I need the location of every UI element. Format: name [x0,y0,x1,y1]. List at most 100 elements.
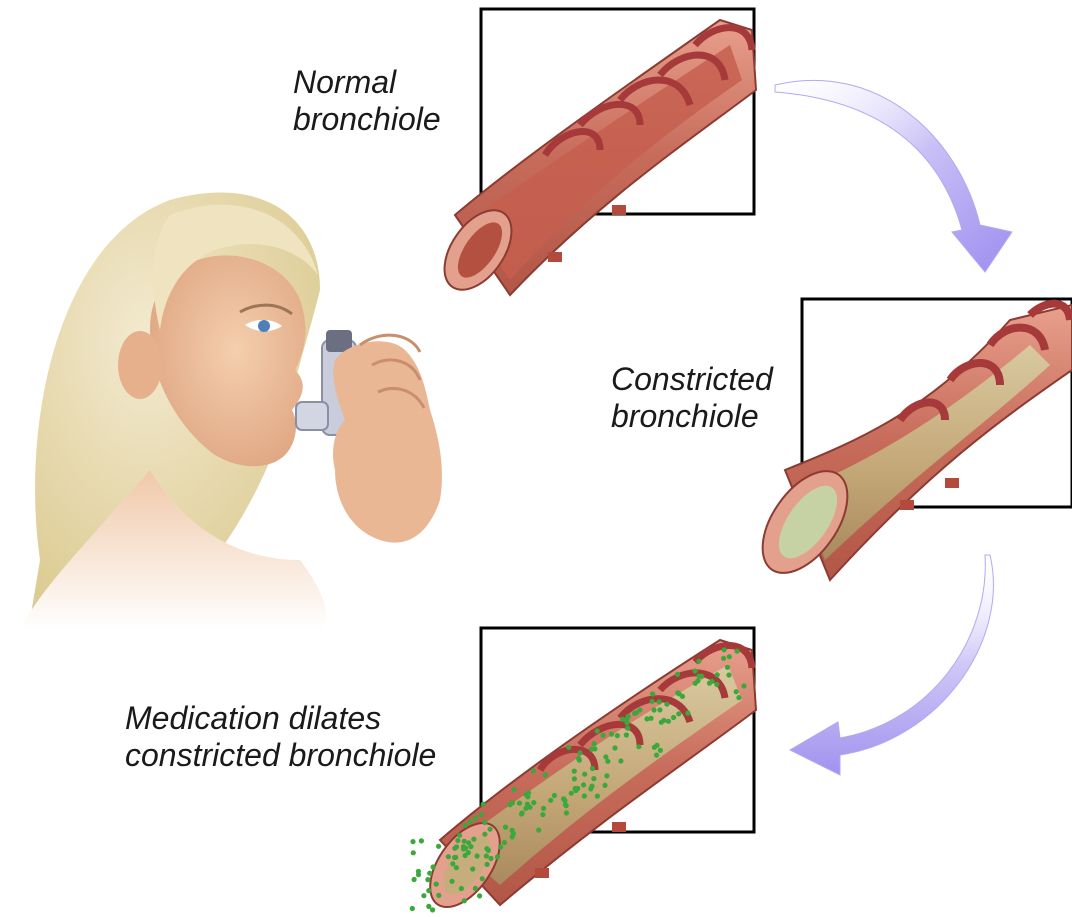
medication-particle [455,838,460,843]
medication-particle [446,854,451,859]
medication-particle [436,893,441,898]
medication-particle [612,745,617,750]
medication-particle [735,649,740,654]
medication-particle [482,832,487,837]
medication-particle [495,854,500,859]
medication-particle [697,674,702,679]
medication-particle [575,786,580,791]
medication-particle [473,886,478,891]
medication-particle [453,855,458,860]
medication-particle [572,769,577,774]
medication-particle [693,668,698,673]
medication-particle [510,800,515,805]
medication-particle [461,846,466,851]
medication-particle [454,865,459,870]
medication-particle [452,846,457,851]
medication-particle [722,647,727,652]
medication-particle [636,744,641,749]
medication-particle [734,689,739,694]
medication-particle [677,691,682,696]
label-line: Constricted [611,361,773,398]
medication-particle [654,753,659,758]
medication-particle [693,681,698,686]
medication-particle [484,846,489,851]
medication-particle [477,893,482,898]
medication-particle [466,850,471,855]
medication-particle [416,872,421,877]
label-line: Medication dilates [125,700,436,737]
medication-particle [727,654,732,659]
medication-particle [657,707,662,712]
medication-particle [624,732,629,737]
medication-particle [577,750,582,755]
medication-particle [462,898,467,903]
curved-arrow-icon-bottom [790,555,993,775]
medication-particle [741,683,746,688]
medication-particle [582,793,587,798]
medication-particle [603,754,608,759]
medication-particle [503,825,508,830]
medication-particle [624,720,629,725]
medication-particle [650,699,655,704]
medication-particle [481,802,486,807]
label-line: bronchiole [293,101,441,138]
medication-particle [569,791,574,796]
medication-particle [471,837,476,842]
normal-bronchiole-panel [431,9,756,302]
medication-particle [462,839,467,844]
woman-using-inhaler [20,193,442,630]
medication-particle [512,787,517,792]
medication-particle [590,766,595,771]
medication-particle [536,828,541,833]
medication-particle [736,695,741,700]
constricted-bronchiole-label: Constricted bronchiole [611,361,773,435]
medication-particle [431,864,436,869]
medication-particle [618,758,623,763]
medication-particle [427,871,432,876]
medication-particle [657,699,662,704]
medication-particle [566,745,571,750]
medication-particle [601,733,606,738]
medication-particle [419,838,424,843]
medication-particle [604,773,609,778]
constricted-bronchiole-panel [746,299,1072,588]
medication-particle [625,726,630,731]
medication-particle [626,714,631,719]
medication-particle [470,866,475,871]
medication-particle [654,743,659,748]
medication-particle [721,656,726,661]
medication-particle [520,810,525,815]
medication-particle [572,776,577,781]
ear [118,331,162,399]
medication-particle [502,840,507,845]
medication-particle [410,906,415,911]
medication-particle [666,719,671,724]
hand [333,341,442,542]
medication-particle [517,801,522,806]
medication-particle [434,882,439,887]
medication-particle [696,659,701,664]
medication-particle [412,877,417,882]
medication-particle [715,672,720,677]
medication-particle [473,815,478,820]
medication-particle [671,715,676,720]
medication-particle [661,718,666,723]
label-line: bronchiole [611,398,773,435]
medication-particle [421,893,426,898]
medication-particle [450,879,455,884]
medication-particle [485,862,490,867]
medication-particle [591,776,596,781]
medication-particle [488,856,493,861]
medication-particle [592,741,597,746]
medication-particle [650,691,655,696]
medication-particle [484,853,489,858]
medication-particle [479,812,484,817]
medication-particle [675,672,680,677]
medication-particle [620,717,625,722]
medication-particle [658,748,663,753]
medication-particle [475,853,480,858]
medication-particle [552,793,557,798]
medication-particle [463,823,468,828]
